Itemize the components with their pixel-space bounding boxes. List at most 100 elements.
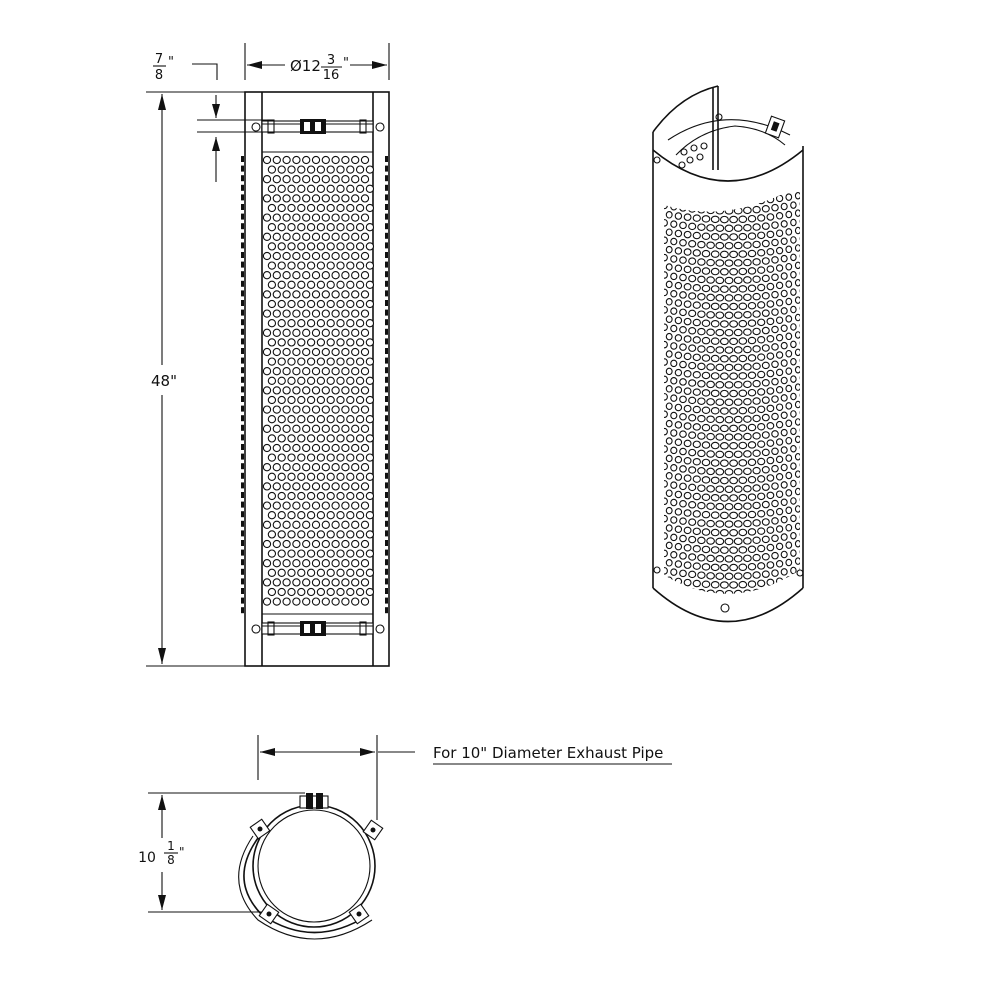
perforation-hole bbox=[715, 468, 725, 476]
perforation-hole bbox=[665, 541, 673, 550]
perforation-hole bbox=[336, 184, 345, 193]
perforation-hole bbox=[670, 498, 678, 507]
perforation-hole bbox=[267, 242, 277, 251]
perforation-hole bbox=[766, 282, 775, 291]
perforation-hole bbox=[287, 242, 296, 251]
perforation-hole bbox=[321, 328, 330, 337]
perforation-hole bbox=[664, 306, 668, 314]
perforation-hole bbox=[738, 441, 748, 450]
svg-text:1: 1 bbox=[167, 839, 175, 853]
perforation-hole bbox=[710, 441, 720, 450]
perforation-hole bbox=[683, 474, 692, 482]
perforation-hole bbox=[311, 386, 321, 395]
perforation-hole bbox=[326, 280, 335, 289]
perforation-hole bbox=[761, 396, 770, 404]
perforation-hole bbox=[790, 357, 797, 366]
perforation-hole bbox=[282, 539, 291, 549]
perforation-hole bbox=[752, 310, 761, 318]
perforation-hole bbox=[701, 423, 711, 432]
perforation-hole bbox=[336, 568, 345, 577]
perforation-hole bbox=[747, 493, 757, 501]
perforation-hole bbox=[766, 247, 775, 256]
perforation-hole bbox=[757, 248, 766, 257]
perforation-hole bbox=[766, 491, 775, 500]
perforation-hole bbox=[311, 405, 321, 414]
perforation-hole bbox=[674, 334, 683, 342]
perforation-hole bbox=[794, 331, 800, 339]
perforation-hole bbox=[766, 508, 775, 517]
perforation-hole bbox=[701, 389, 711, 397]
side-slot bbox=[385, 549, 388, 556]
perforation-hole bbox=[771, 273, 779, 282]
perforation-hole bbox=[326, 184, 335, 193]
perforation-hole bbox=[311, 232, 321, 241]
perforation-hole bbox=[701, 563, 711, 571]
perforation-hole bbox=[306, 280, 316, 289]
svg-text:3: 3 bbox=[327, 53, 335, 68]
perforation-hole bbox=[780, 289, 788, 298]
perforation-hole bbox=[360, 539, 370, 549]
perforation-hole bbox=[336, 165, 345, 174]
perforation-hole bbox=[697, 571, 706, 579]
perforation-hole bbox=[665, 489, 673, 497]
side-slot bbox=[241, 453, 244, 460]
perforation-hole bbox=[321, 559, 330, 568]
perforation-hole bbox=[743, 363, 752, 371]
perforation-hole bbox=[780, 568, 788, 576]
perforation-hole bbox=[794, 418, 800, 426]
perforation-hole bbox=[346, 280, 355, 289]
perforation-hole bbox=[670, 376, 678, 385]
perforation-hole bbox=[785, 576, 793, 584]
perforation-hole bbox=[282, 386, 291, 395]
perforation-hole bbox=[710, 511, 720, 519]
perforation-hole bbox=[346, 223, 355, 232]
perforation-hole bbox=[683, 509, 692, 517]
perforation-hole bbox=[302, 155, 311, 165]
side-slot bbox=[241, 232, 244, 239]
perforation-hole bbox=[790, 375, 797, 383]
perforation-hole bbox=[743, 450, 752, 458]
side-slot bbox=[241, 607, 244, 614]
perforation-hole bbox=[277, 491, 286, 501]
side-slot bbox=[241, 252, 244, 258]
perforation-hole bbox=[282, 271, 291, 280]
perforation-hole bbox=[306, 357, 316, 366]
perforation-hole bbox=[336, 261, 345, 270]
perforation-hole bbox=[272, 424, 281, 433]
perforation-hole bbox=[700, 142, 708, 150]
perforation-hole bbox=[761, 292, 770, 300]
perforation-hole bbox=[272, 290, 281, 299]
perforation-hole bbox=[272, 194, 281, 203]
perforation-hole bbox=[780, 202, 788, 211]
side-slot bbox=[241, 578, 244, 585]
perforation-hole bbox=[790, 444, 797, 453]
perforation-hole bbox=[277, 395, 286, 405]
perforation-hole bbox=[674, 490, 683, 499]
perforation-hole bbox=[321, 597, 330, 606]
perforation-hole bbox=[297, 261, 306, 270]
perforation-hole bbox=[775, 194, 784, 203]
perforation-hole bbox=[292, 155, 301, 165]
perforation-hole bbox=[365, 415, 375, 424]
perforation-hole bbox=[306, 472, 316, 481]
perforation-hole bbox=[715, 241, 725, 250]
perforation-hole bbox=[697, 414, 706, 423]
perforation-hole bbox=[665, 454, 673, 463]
perforation-hole bbox=[780, 307, 788, 315]
perforation-hole bbox=[657, 332, 662, 338]
perforation-hole bbox=[771, 395, 779, 403]
perforation-hole bbox=[365, 261, 375, 270]
perforation-hole bbox=[719, 233, 729, 241]
perforation-hole bbox=[664, 271, 668, 279]
perforation-hole bbox=[341, 482, 350, 491]
perforation-hole bbox=[729, 546, 739, 554]
perforation-hole bbox=[331, 443, 340, 453]
perforation-hole bbox=[771, 290, 779, 299]
perforation-hole bbox=[321, 271, 330, 280]
perforation-hole bbox=[292, 405, 301, 414]
perforation-hole bbox=[775, 316, 784, 324]
perforation-hole bbox=[341, 290, 350, 299]
perforation-hole bbox=[336, 511, 345, 520]
perforation-hole bbox=[688, 535, 697, 544]
perforation-hole bbox=[336, 338, 345, 347]
